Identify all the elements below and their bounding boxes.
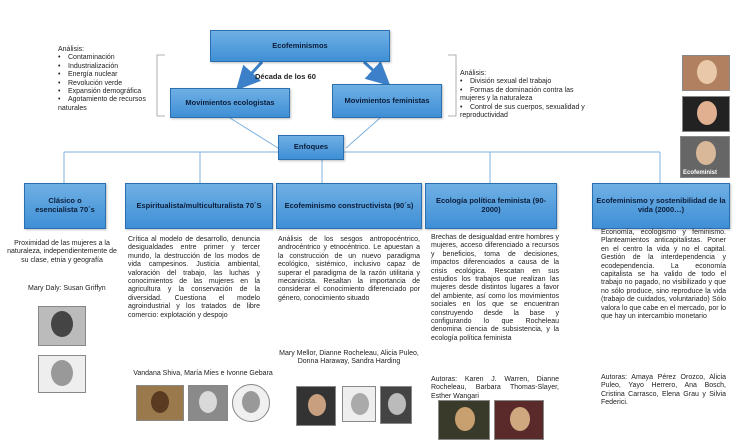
- portrait-photo: [342, 386, 376, 422]
- link-ecologist-focus: [229, 117, 279, 149]
- arrow-left: [235, 60, 264, 91]
- portrait-photo: [682, 96, 730, 132]
- classic-authors: Mary Daly: Susan Griffyn: [28, 285, 106, 292]
- sustainability-description: Economía, ecologismo y feminismo. Plante…: [601, 229, 726, 320]
- portrait-photo: [232, 384, 270, 422]
- constructivist-authors: Mary Mellor, Dianne Rocheleau, Alicia Pu…: [279, 350, 419, 366]
- classic-description: Proximidad de las mujeres a la naturalez…: [7, 240, 117, 264]
- right-bracket: [448, 54, 457, 117]
- right-analysis-item: División sexual del trabajo: [460, 78, 585, 86]
- spiritual-description: Crítica al modelo de desarrollo, denunci…: [128, 236, 260, 319]
- node-sustainability: Ecofeminismo y sostenibilidad de la vida…: [592, 183, 730, 229]
- node-constructivist: Ecofeminismo constructivista (90´s): [276, 183, 422, 229]
- portrait-photo: [188, 385, 228, 421]
- portrait-photo: [380, 386, 412, 424]
- right-analysis-item: Formas de dominación contra las mujeres …: [460, 87, 585, 104]
- constructivist-description: Análisis de los sesgos antropocéntrico, …: [278, 236, 420, 302]
- portrait-photo: [494, 400, 544, 440]
- political-authors: Autoras: Karen J. Warren, Dianne Rochele…: [431, 376, 559, 400]
- portrait-photo: Ecofeminist: [680, 136, 730, 178]
- right-analysis: Análisis: División sexual del trabajo Fo…: [460, 70, 585, 120]
- link-feminist-focus: [345, 117, 381, 149]
- left-analysis-item: Revolución verde: [58, 80, 162, 88]
- portrait-photo: [38, 355, 86, 393]
- node-ecofeminismos: Ecofeminismos: [210, 30, 390, 62]
- spiritual-authors: Vandana Shiva, María Mies e Ivonne Gebar…: [133, 370, 273, 377]
- node-enfoques: Enfoques: [278, 135, 344, 160]
- node-spiritual: Espiritualista/multiculturalista 70´S: [125, 183, 273, 229]
- left-analysis-item: Agotamiento de recursos naturales: [58, 96, 162, 113]
- portrait-photo: [296, 386, 336, 426]
- left-analysis-item: Energía nuclear: [58, 71, 162, 79]
- political-description: Brechas de desigualdad entre hombres y m…: [431, 234, 559, 342]
- node-classic: Clásico o esencialista 70´s: [24, 183, 106, 229]
- left-analysis-item: Contaminación: [58, 54, 162, 62]
- right-analysis-item: Control de sus cuerpos, sexualidad y rep…: [460, 104, 585, 121]
- left-analysis-item: Expansión demográfica: [58, 88, 162, 96]
- left-analysis-title: Análisis:: [58, 46, 85, 53]
- left-analysis: Análisis: Contaminación Industrializació…: [58, 46, 162, 113]
- arrow-right: [362, 60, 391, 87]
- portrait-photo: [38, 306, 86, 346]
- photo-caption: Ecofeminist: [683, 170, 718, 176]
- sustainability-authors: Autoras: Amaya Pérez Orozco, Alicia Pule…: [601, 374, 726, 407]
- right-analysis-title: Análisis:: [460, 70, 487, 77]
- node-political: Ecología política feminista (90-2000): [425, 183, 557, 229]
- decade-label: Década de los 60: [255, 72, 316, 81]
- node-ecologist-movements: Movimientos ecologistas: [170, 88, 290, 118]
- portrait-photo: [136, 385, 184, 421]
- node-feminist-movements: Movimientos feministas: [332, 84, 442, 118]
- portrait-photo: [682, 55, 730, 91]
- left-analysis-item: Industrialización: [58, 63, 162, 71]
- portrait-photo: [438, 400, 490, 440]
